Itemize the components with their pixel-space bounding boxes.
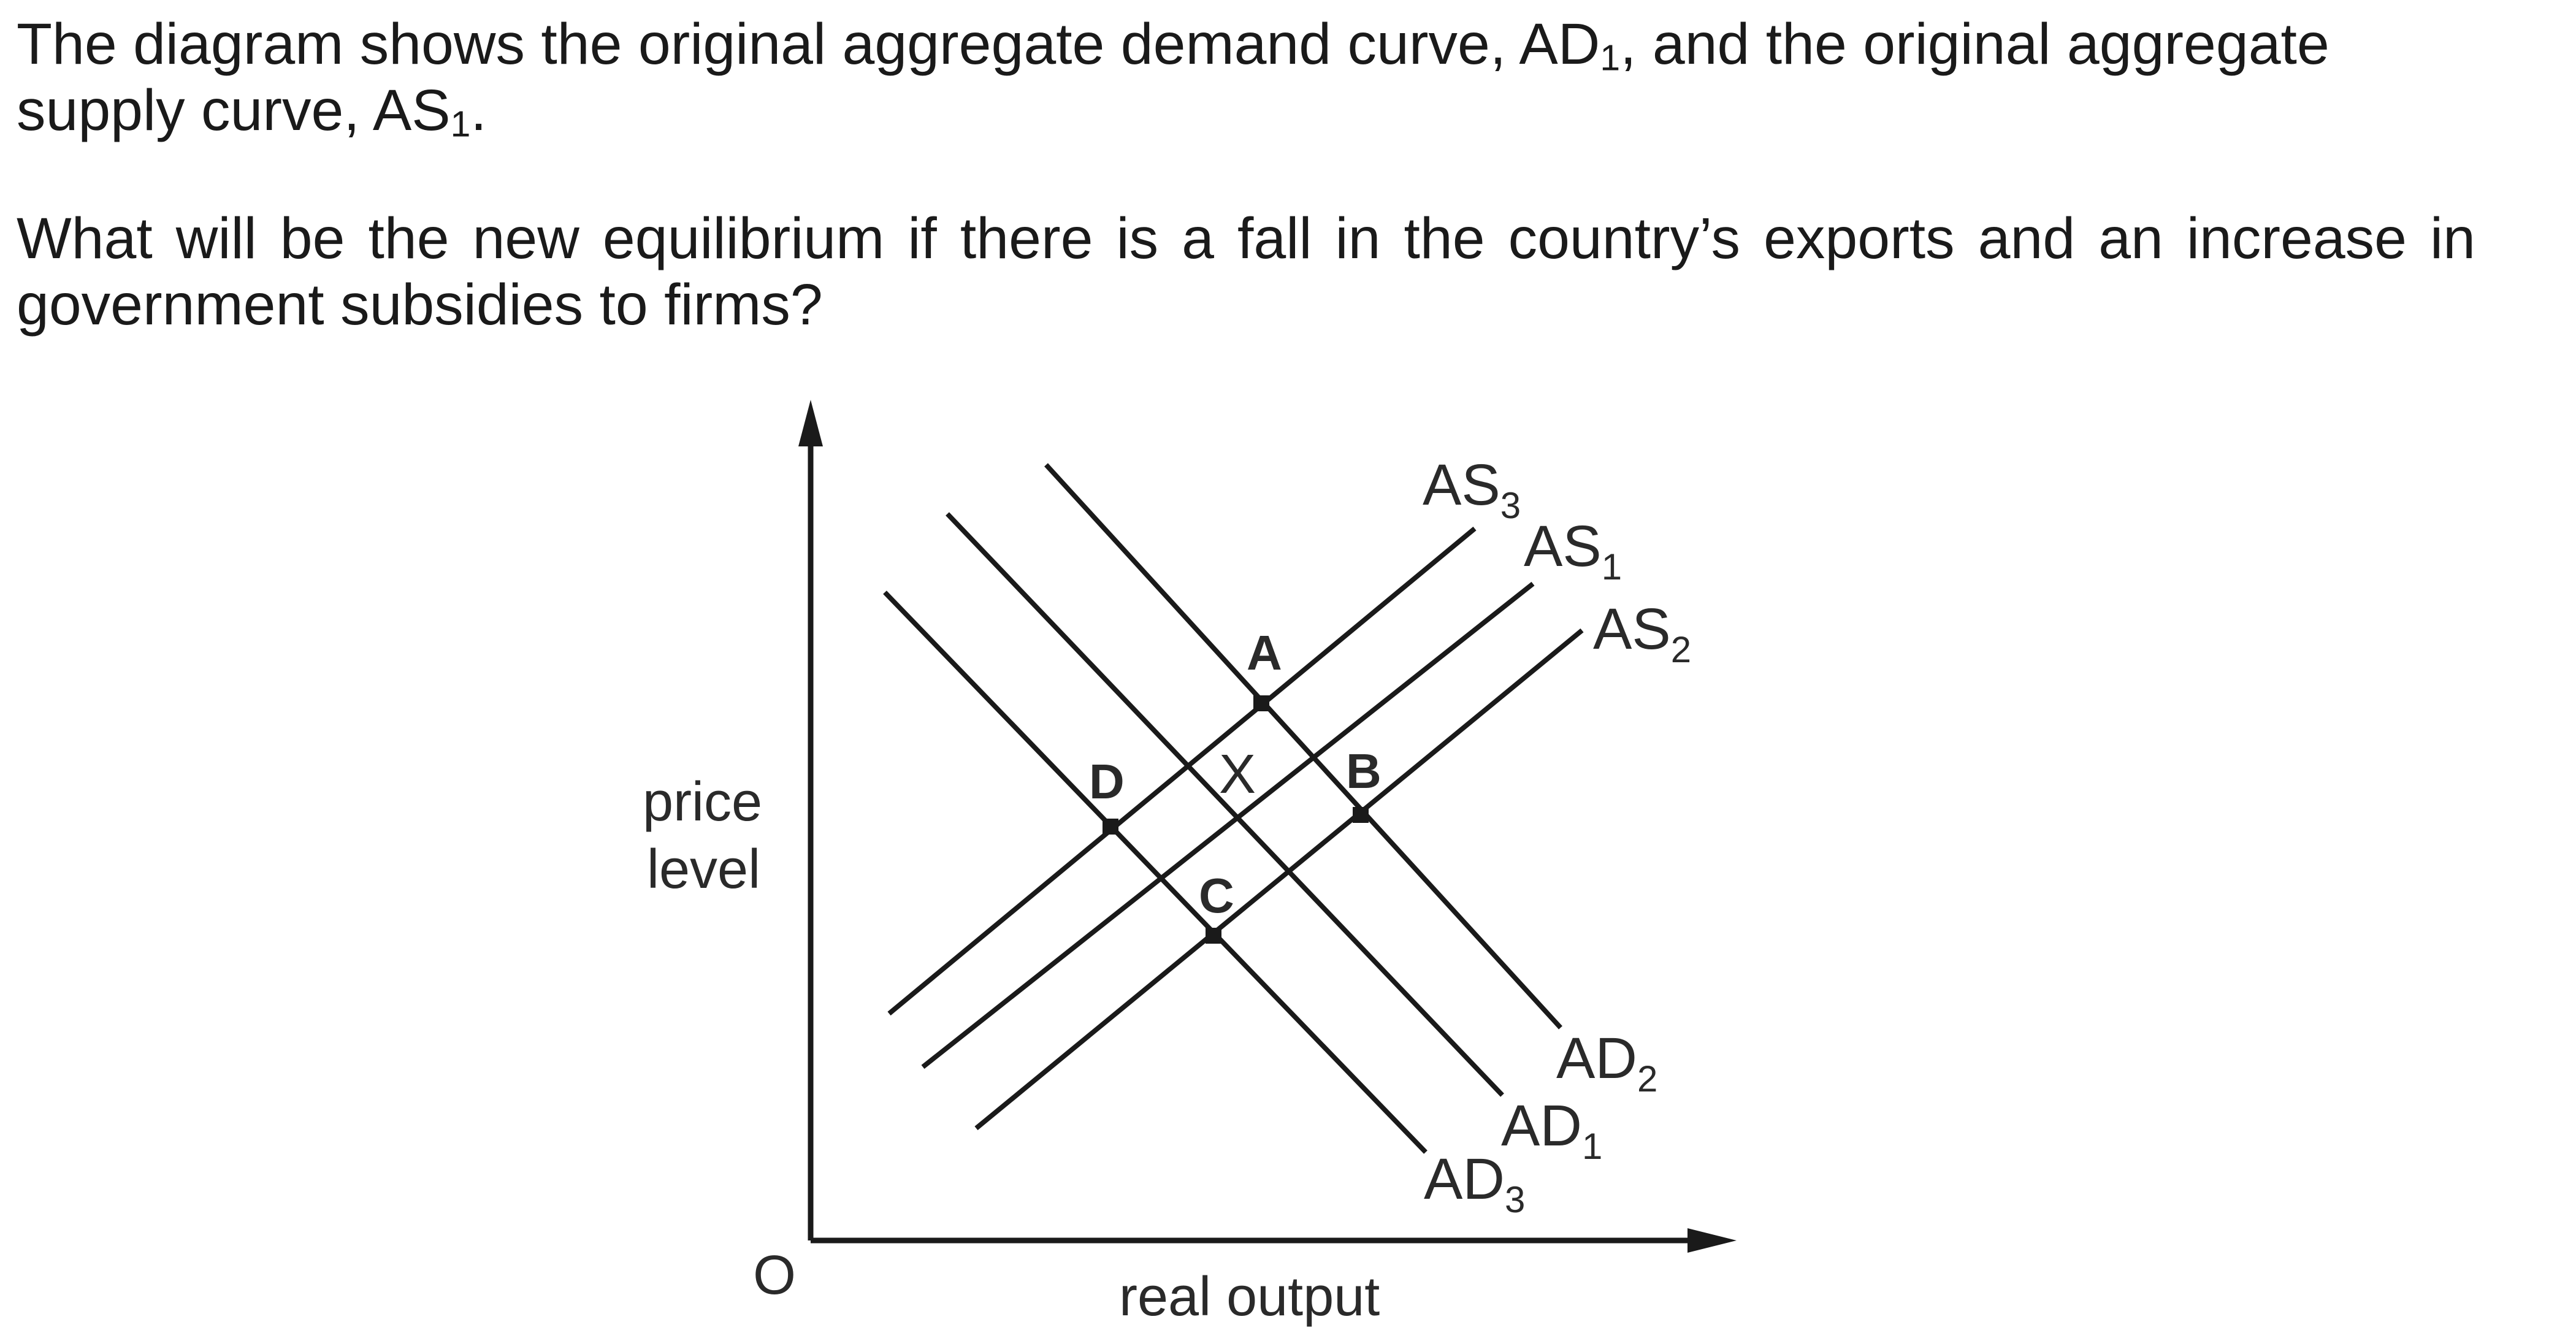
question-intro-text: The diagram shows the original aggregate… [17, 12, 1600, 77]
question-prompt: What will be the new equilibrium if ther… [17, 206, 2475, 337]
question-ad-subscript: 1 [1600, 38, 1621, 78]
as1-label: AS1 [1524, 514, 1622, 587]
point-c-marker [1206, 928, 1221, 944]
as3-label: AS3 [1423, 453, 1521, 526]
point-d-marker [1103, 819, 1118, 835]
ad3-curve [883, 590, 1428, 1154]
y-axis-arrow-icon [798, 400, 823, 446]
y-axis-label-line1: price [643, 771, 762, 833]
point-b-marker [1353, 807, 1369, 823]
question-intro-middle: , and the original aggregate supply curv… [17, 12, 2329, 143]
ad2-curve [1044, 463, 1562, 1030]
ad3-label: AD3 [1424, 1147, 1525, 1220]
point-d-label: D [1089, 754, 1125, 809]
as2-label: AS2 [1593, 597, 1691, 670]
point-a-label: A [1247, 625, 1282, 680]
x-axis-arrow-icon [1687, 1228, 1737, 1253]
point-c-label: C [1199, 868, 1234, 923]
ad1-label: AD1 [1501, 1093, 1602, 1167]
ad2-label: AD2 [1556, 1026, 1657, 1099]
question-intro-end: . [470, 78, 487, 143]
question-as-subscript: 1 [450, 104, 471, 145]
as1-curve [921, 581, 1535, 1069]
origin-label: O [753, 1245, 796, 1306]
ad1-curve [946, 512, 1504, 1097]
point-a-marker [1253, 695, 1269, 711]
as2-curve [974, 628, 1584, 1131]
question-intro: The diagram shows the original aggregate… [17, 11, 2475, 143]
x-axis-label: real output [1119, 1266, 1380, 1328]
point-b-label: B [1346, 744, 1382, 798]
point-x-label: X [1219, 744, 1256, 805]
as3-curve [887, 526, 1477, 1016]
y-axis-label-line2: level [647, 839, 760, 900]
